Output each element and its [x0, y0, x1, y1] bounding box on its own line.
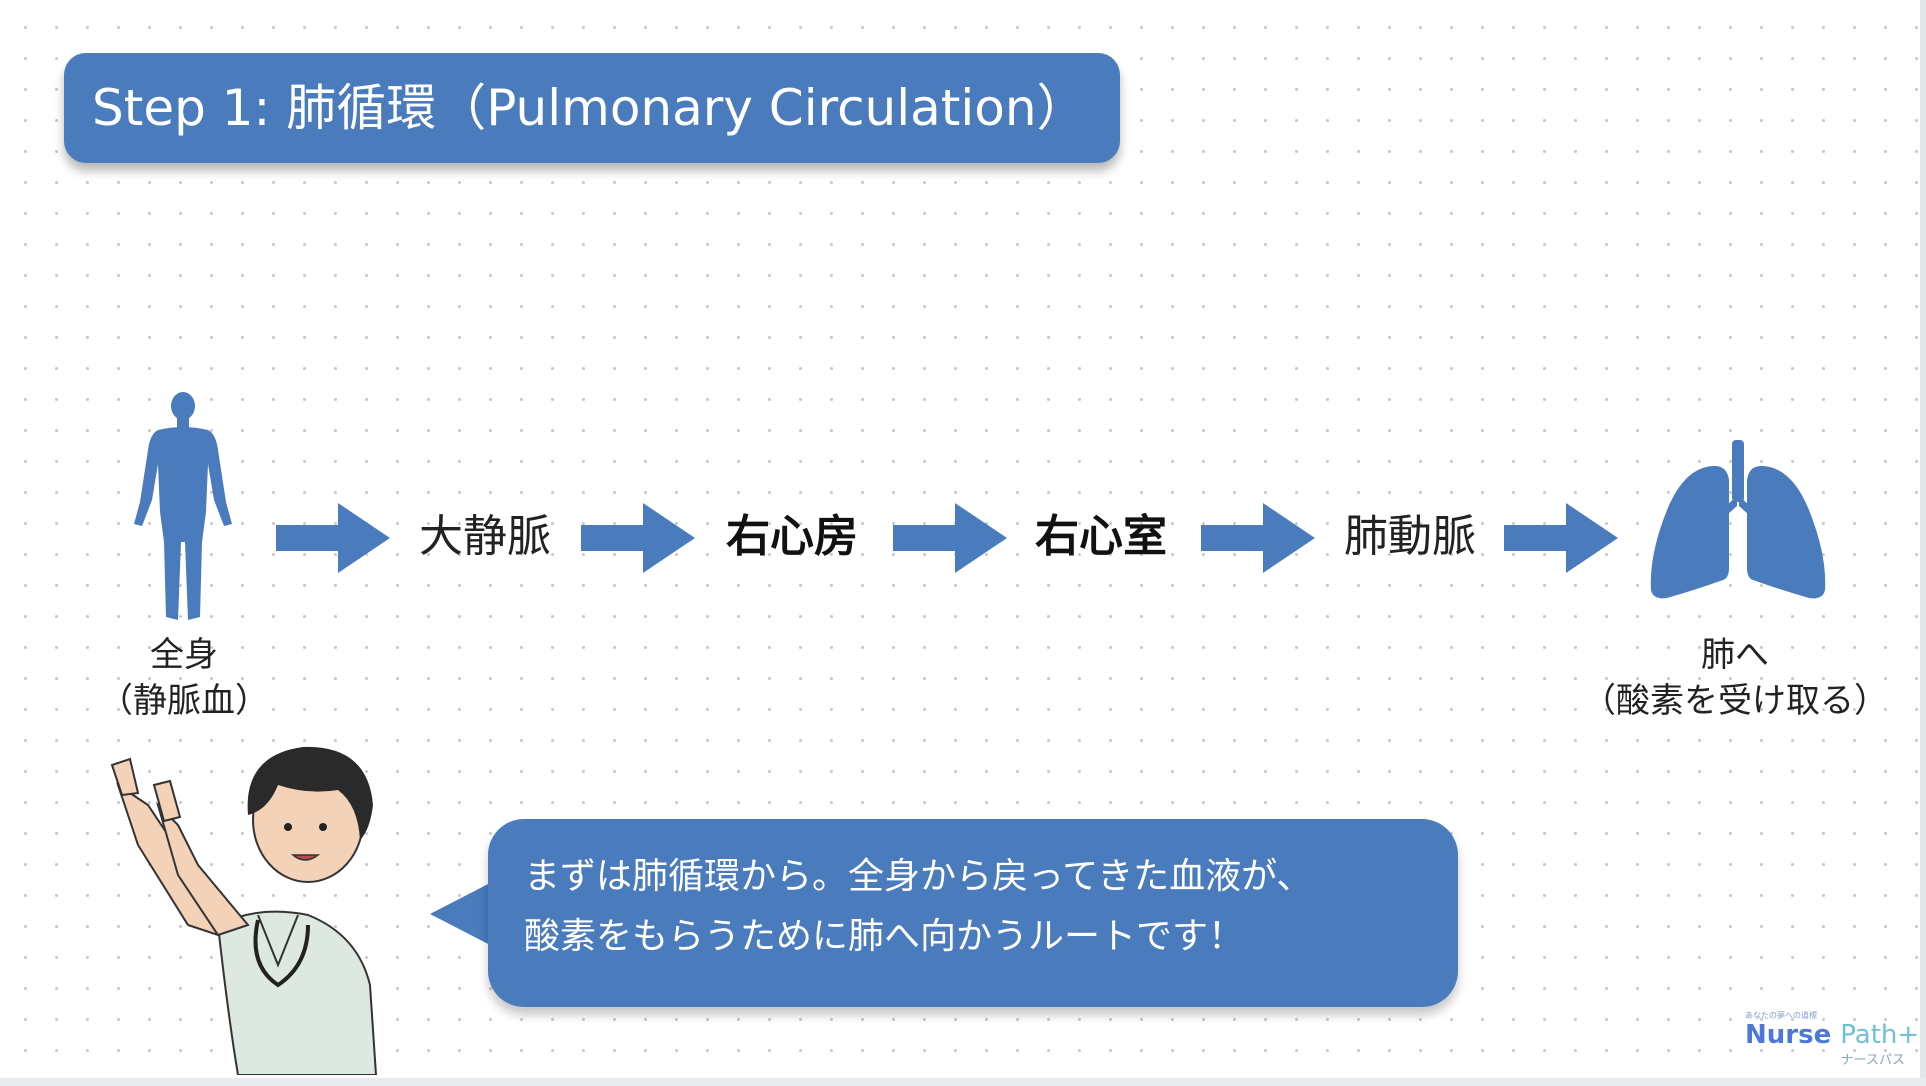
arrow-right-icon	[276, 503, 390, 573]
arrow-right-icon	[581, 503, 695, 573]
start-label-sub: （静脈血）	[99, 681, 269, 721]
start-label: 全身	[150, 635, 218, 675]
speech-line-1: まずは肺循環から。全身から戻ってきた血液が、	[524, 856, 1313, 897]
slide-title: Step 1: 肺循環（Pulmonary Circulation）	[64, 53, 1120, 163]
logo-name: Nurse Path+	[1745, 1020, 1920, 1050]
human-body-icon	[134, 392, 232, 620]
logo-kana: ナースパス	[1840, 1053, 1905, 1068]
speech-bubble-tail	[430, 882, 492, 946]
arrow-right-icon	[893, 503, 1007, 573]
arrow-right-icon	[1201, 503, 1315, 573]
speech-line-2: 酸素をもらうために肺へ向かうルートです！	[524, 916, 1245, 957]
logo-tagline: あなたの夢への道標	[1745, 1011, 1817, 1020]
nurse-path-logo: あなたの夢への道標 Nurse Path+ ナースパス	[1745, 1010, 1920, 1068]
right-edge	[1920, 0, 1926, 1086]
speech-bubble: まずは肺循環から。全身から戻ってきた血液が、 酸素をもらうために肺へ向かうルート…	[488, 819, 1458, 1007]
step-right-ventricle: 右心室	[1035, 511, 1167, 562]
end-label-sub: （酸素を受け取る）	[1582, 681, 1888, 721]
step-vena-cava: 大静脈	[419, 511, 551, 562]
lungs-icon	[1650, 440, 1826, 599]
arrow-right-icon	[1504, 503, 1618, 573]
step-right-atrium: 右心房	[726, 511, 858, 562]
nurse-character-illustration	[110, 746, 378, 1075]
bottom-edge	[0, 1078, 1926, 1086]
step-pulmonary-artery: 肺動脈	[1344, 511, 1476, 562]
end-label: 肺へ	[1701, 635, 1769, 675]
